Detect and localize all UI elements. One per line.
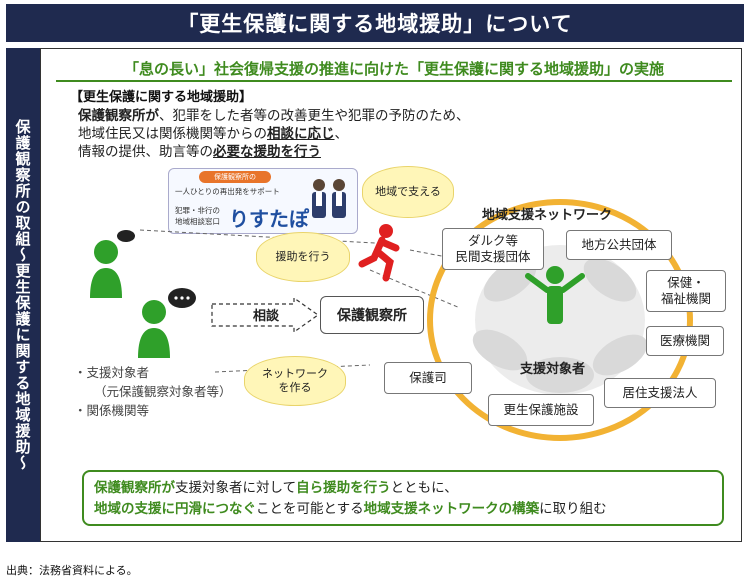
callout-support: 地域で支える xyxy=(362,166,454,218)
node-housing: 居住支援法人 xyxy=(604,378,716,408)
target-item-2: ・関係機関等 xyxy=(74,402,150,418)
summary-text-1: 支援対象者に対して xyxy=(175,480,297,496)
definition-line-3-text: 情報の提供、助言等の xyxy=(78,144,213,160)
ristapo-logo: 保護観察所の 一人ひとりの再出発をサポート 犯罪・非行の 地域相談窓口 りすたぽ xyxy=(168,168,358,234)
support-target-figure xyxy=(525,266,585,324)
side-label: 保護観察所の取組～更生保護に関する地域援助～ xyxy=(6,48,40,542)
summary-emphasis-1: 自ら援助を行う xyxy=(296,480,391,496)
network-title: 地域支援ネットワーク xyxy=(482,208,613,223)
definition-line-1: 保護観察所が、犯罪をした者等の改善更生や犯罪の予防のため、 xyxy=(78,104,470,124)
definition-heading: 【更生保護に関する地域援助】 xyxy=(70,90,253,105)
summary-text-2: とともに、 xyxy=(390,480,458,496)
summary-text-3: ことを可能とする xyxy=(256,500,364,517)
summary-box: 保護観察所が支援対象者に対して自ら援助を行うとともに、 地域の支援に円滑につなぐ… xyxy=(82,470,724,526)
definition-line-3: 情報の提供、助言等の必要な援助を行う xyxy=(78,140,321,160)
consult-arrow-icon xyxy=(211,298,320,332)
node-welfare: 保健・ 福祉機関 xyxy=(646,270,726,312)
target-item-1-sub: （元保護観察対象者等） xyxy=(94,383,232,399)
subtitle: 「息の長い」社会復帰支援の推進に向けた「更生保護に関する地域援助」の実施 xyxy=(123,60,664,78)
definition-line-2: 地域住民又は関係機関等からの相談に応じ、 xyxy=(78,122,348,142)
logo-sub-1: 犯罪・非行の xyxy=(175,206,220,215)
summary-line-1: 保護観察所が支援対象者に対して自ら援助を行うとともに、 xyxy=(94,478,712,499)
assist-phrase: 必要な援助を行う xyxy=(213,144,321,160)
callout-network: ネットワーク を作る xyxy=(244,356,346,406)
node-medical: 医療機関 xyxy=(646,326,724,356)
logo-sub-2: 地域相談窓口 xyxy=(175,217,220,226)
worried-person-icon xyxy=(90,230,135,298)
definition-subject: 保護観察所が xyxy=(78,108,159,124)
support-target-label: 支援対象者 xyxy=(520,362,586,377)
callout-assist: 援助を行う xyxy=(256,232,350,282)
node-local-government: 地方公共団体 xyxy=(566,230,672,260)
logo-tag: 保護観察所の xyxy=(199,171,271,183)
people-icons xyxy=(90,230,196,358)
source-note: 出典：法務省資料による。 xyxy=(6,564,138,577)
consult-label: 相談 xyxy=(252,309,279,324)
node-rehab-facility: 更生保護施設 xyxy=(488,394,594,426)
target-item-1: ・支援対象者 xyxy=(74,365,150,380)
running-person-icon xyxy=(358,224,400,282)
summary-line-2: 地域の支援に円滑につなぐことを可能とする地域支援ネットワークの構築に取り組む xyxy=(94,499,712,520)
summary-emphasis-3: 地域支援ネットワークの構築 xyxy=(363,500,540,517)
definition-line-1-text: 、犯罪をした者等の改善更生や犯罪の予防のため、 xyxy=(159,108,470,124)
probation-office-node: 保護観察所 xyxy=(320,296,424,334)
phone-person-icon xyxy=(138,288,196,358)
diagram-lines xyxy=(139,199,693,441)
logo-brand: りすたぽ xyxy=(229,207,309,231)
summary-subject: 保護観察所が xyxy=(94,480,175,496)
summary-emphasis-2: 地域の支援に円滑につなぐ xyxy=(94,500,256,517)
definition-line-2-text: 地域住民又は関係機関等からの xyxy=(78,126,267,142)
definition-line-2-end: 、 xyxy=(334,126,349,142)
target-list: ・支援対象者 （元保護観察対象者等） ・関係機関等 xyxy=(74,364,232,420)
summary-text-4: に取り組む xyxy=(539,500,607,517)
network-ring xyxy=(427,199,693,441)
consult-phrase: 相談に応じ xyxy=(267,126,335,142)
page-title: 「更生保護に関する地域援助」について xyxy=(6,4,744,42)
node-volunteer-officer: 保護司 xyxy=(384,362,472,394)
subtitle-underline xyxy=(56,80,732,82)
logo-tagline: 一人ひとりの再出発をサポート xyxy=(175,187,280,196)
node-darc: ダルク等 民間支援団体 xyxy=(442,228,544,270)
staff-illustration xyxy=(312,179,346,218)
